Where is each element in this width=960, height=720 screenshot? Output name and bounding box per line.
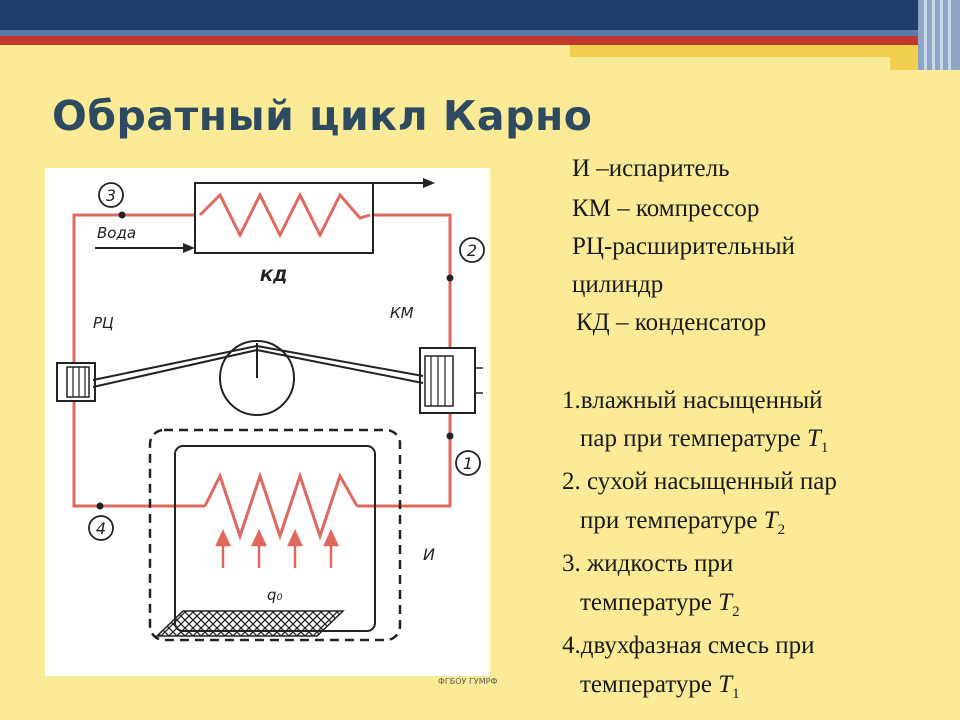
state-item-1-line2: пар при температуре T1	[580, 425, 829, 456]
expander-cylinder	[56, 362, 96, 402]
evaporator-outer-dashed	[148, 428, 402, 642]
legend-item: КД – конденсатор	[576, 309, 767, 336]
header-gold-stripe	[570, 45, 890, 57]
slide-title: Обратный цикл Карно	[52, 92, 593, 140]
evaporator-hatched-base	[155, 610, 345, 637]
header-red-stripe	[0, 36, 930, 45]
evaporator-label: И	[423, 545, 435, 564]
corner-decoration	[918, 0, 960, 70]
refrigerant-pipeline	[72, 213, 452, 508]
flywheel-mechanism	[92, 340, 424, 416]
svg-text:1: 1	[463, 454, 473, 473]
state-item-4-line1: 4.двухфазная смесь при	[562, 632, 815, 659]
point-1-marker: 1	[446, 432, 481, 476]
water-label: Вода	[97, 224, 136, 242]
footer-organization: ФГБОУ ГУМРФ	[438, 677, 498, 686]
svg-text:2: 2	[467, 241, 477, 260]
point-3-marker: 3	[98, 182, 126, 219]
point-4-marker: 4	[88, 502, 114, 541]
state-item-1-line1: 1.влажный насыщенный	[562, 387, 823, 414]
heat-label: q₀	[267, 586, 283, 604]
expander-label: РЦ	[93, 314, 114, 332]
legend-item: КМ – компрессор	[572, 195, 760, 222]
heat-flow-arrows	[215, 529, 339, 568]
compressor-cylinder	[419, 347, 483, 414]
state-item-2-line2: при температуре T2	[580, 507, 786, 538]
state-item-3-line1: 3. жидкость при	[562, 550, 734, 577]
legend-item: И –испаритель	[572, 155, 730, 182]
state-item-2-line1: 2. сухой насыщенный пар	[562, 468, 837, 495]
compressor-label: КМ	[390, 304, 414, 322]
state-item-4-line2: температуре T1	[580, 671, 740, 702]
condenser-label: КД	[260, 266, 287, 285]
svg-text:4: 4	[96, 519, 106, 538]
state-item-3-line2: температуре T2	[580, 589, 740, 620]
evaporator-coil	[203, 471, 359, 541]
condenser-box	[194, 182, 374, 254]
header-band	[0, 0, 960, 30]
condenser-coil	[198, 191, 371, 239]
svg-text:3: 3	[106, 186, 116, 205]
header-gold-stripe-end	[890, 45, 920, 70]
legend-item: цилиндр	[572, 271, 664, 298]
point-2-marker: 2	[446, 237, 485, 282]
header-band-light	[0, 30, 960, 36]
carnot-cycle-diagram: Вода КД 3 2 1 4 РЦ	[45, 168, 490, 676]
legend-item: РЦ-расширительный	[572, 233, 795, 260]
